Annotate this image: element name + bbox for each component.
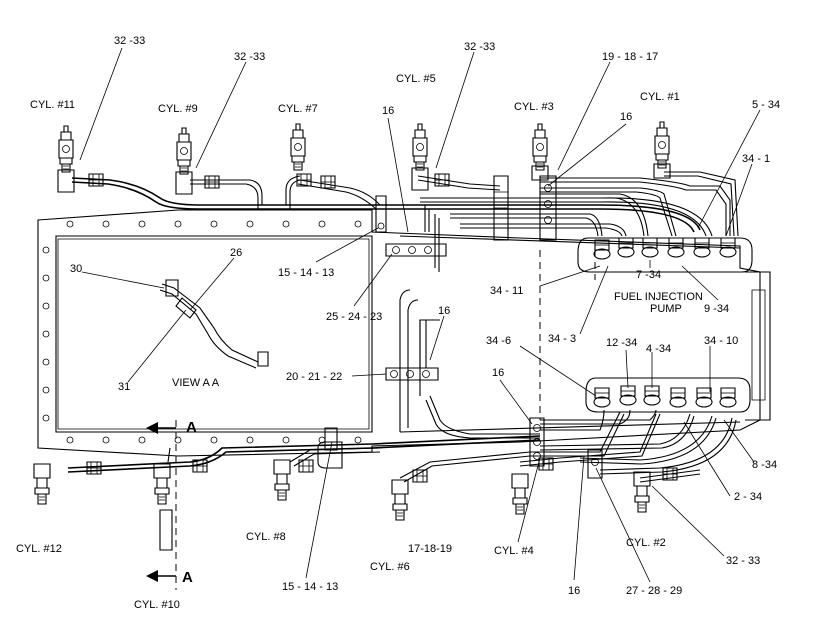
cyl-4-label: CYL. #4 xyxy=(494,545,534,557)
bolt-hole xyxy=(42,414,50,422)
callout-32-33-a: 32 -33 xyxy=(114,35,145,47)
pump-label-line-1: FUEL INJECTION xyxy=(614,291,703,303)
callout-19-18-17: 19 - 18 - 17 xyxy=(602,51,658,63)
bolt-hole xyxy=(282,220,290,228)
injectors-lower xyxy=(33,420,651,590)
callout-17-18-19: 17-18-19 xyxy=(408,543,452,555)
callout-34-6: 34 -6 xyxy=(486,335,511,347)
bolt-hole xyxy=(102,436,110,444)
cyl-1-label: CYL. #1 xyxy=(640,91,680,103)
callout-30: 30 xyxy=(70,263,82,275)
upper-fuel-lines xyxy=(71,171,739,272)
callout-34-10: 34 - 10 xyxy=(704,335,738,347)
bolt-hole xyxy=(210,220,218,228)
bolt-hole xyxy=(246,220,254,228)
cyl-5-label: CYL. #5 xyxy=(396,73,436,85)
callout-16-b: 16 xyxy=(620,111,632,123)
callout-16-c: 16 xyxy=(438,305,450,317)
cyl-3-label: CYL. #3 xyxy=(514,101,554,113)
cyl-11-label: CYL. #11 xyxy=(30,99,75,111)
section-arrows xyxy=(146,422,176,582)
view-aa-label: VIEW A A xyxy=(172,377,220,389)
cyl-9-label: CYL. #9 xyxy=(158,103,198,115)
callout-20-21-22: 20 - 21 - 22 xyxy=(286,371,342,383)
bolt-hole xyxy=(42,386,50,394)
callout-5-34: 5 - 34 xyxy=(752,99,780,111)
callout-16-d: 16 xyxy=(492,367,504,379)
bolt-hole xyxy=(174,436,182,444)
bolt-hole xyxy=(138,436,146,444)
bolt-hole xyxy=(354,220,362,228)
bolt-hole xyxy=(42,358,50,366)
callout-32-33-c: 32 -33 xyxy=(464,41,495,53)
bolt-hole xyxy=(42,246,50,254)
bolt-hole xyxy=(42,274,50,282)
callout-26: 26 xyxy=(230,247,242,259)
bolt-hole xyxy=(66,436,74,444)
callout-15-14-13-b: 15 - 14 - 13 xyxy=(282,581,338,593)
cyl-10-label: CYL. #10 xyxy=(134,599,180,611)
callout-34-1: 34 - 1 xyxy=(742,153,770,165)
callout-8-34: 8 -34 xyxy=(752,459,777,471)
callout-16-a: 16 xyxy=(382,105,394,117)
callout-labels: 32 -33 32 -33 32 -33 32 - 33 19 - 18 - 1… xyxy=(70,35,780,597)
callout-7-34: 7 -34 xyxy=(636,269,661,281)
cyl-12-label: CYL. #12 xyxy=(16,543,62,555)
engine-block-outline xyxy=(37,209,771,457)
bolt-hole xyxy=(102,220,110,228)
pump-label-line-2: PUMP xyxy=(650,303,682,315)
callout-16-e: 16 xyxy=(568,585,580,597)
section-mark-top: A xyxy=(186,419,197,436)
cyl-8-label: CYL. #8 xyxy=(246,531,286,543)
callout-34-3: 34 - 3 xyxy=(548,333,576,345)
callout-4-34: 4 -34 xyxy=(646,343,671,355)
bolt-hole xyxy=(282,436,290,444)
leader-lines xyxy=(79,47,761,583)
callout-32-33-b: 32 -33 xyxy=(234,51,265,63)
pump-label: FUEL INJECTION PUMP xyxy=(614,291,703,315)
clamps-and-brackets xyxy=(317,175,603,479)
bolt-hole xyxy=(246,436,254,444)
fuel-injection-pump xyxy=(577,237,753,413)
callout-27-28-29: 27 - 28 - 29 xyxy=(626,585,682,597)
callout-25-24-23: 25 - 24 - 23 xyxy=(326,311,382,323)
section-mark-bottom: A xyxy=(182,569,193,586)
bolt-hole xyxy=(174,220,182,228)
block-bolt-holes xyxy=(42,220,362,444)
bolt-hole xyxy=(318,220,326,228)
callout-9-34: 9 -34 xyxy=(704,303,729,315)
bolt-hole xyxy=(42,302,50,310)
bolt-hole xyxy=(138,220,146,228)
bolt-hole xyxy=(210,436,218,444)
bolt-hole xyxy=(66,220,74,228)
callout-2-34: 2 - 34 xyxy=(734,491,762,503)
injectors-upper xyxy=(57,121,671,195)
cylinder-labels: CYL. #11 CYL. #9 CYL. #7 CYL. #5 CYL. #3… xyxy=(16,73,680,611)
cyl-2-label: CYL. #2 xyxy=(626,537,666,549)
lower-fuel-lines xyxy=(67,289,737,483)
callout-15-14-13-a: 15 - 14 - 13 xyxy=(278,267,334,279)
callout-32-33-d: 32 - 33 xyxy=(726,555,760,567)
callout-34-11: 34 - 11 xyxy=(490,285,523,297)
view-aa-detail xyxy=(159,279,269,369)
bolt-hole xyxy=(354,436,362,444)
cyl-7-label: CYL. #7 xyxy=(278,103,318,115)
bolt-hole xyxy=(42,330,50,338)
callout-12-34: 12 -34 xyxy=(606,337,637,349)
cyl-6-label: CYL. #6 xyxy=(370,561,410,573)
callout-31: 31 xyxy=(118,381,130,393)
